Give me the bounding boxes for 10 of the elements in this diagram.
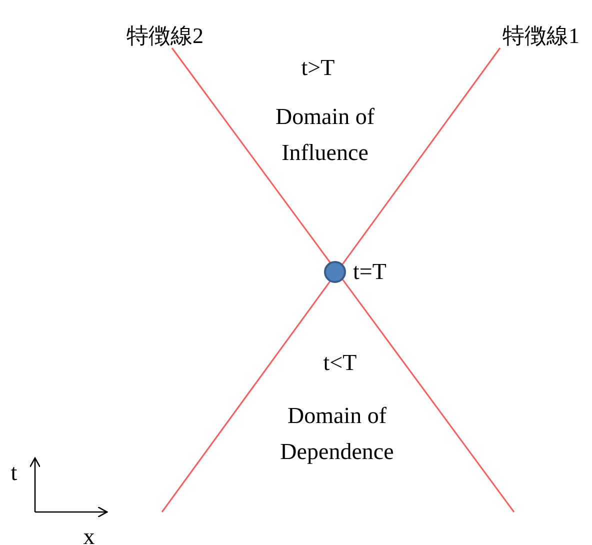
region-label: t<T [322, 349, 358, 377]
point-marker [324, 261, 346, 283]
axis-label: x [82, 523, 96, 545]
axis-label: t [10, 459, 18, 487]
region-label: t>T [300, 54, 336, 82]
region-label: Domain of Dependence [279, 402, 395, 466]
region-label: Domain of Influence [274, 103, 376, 167]
line-label: 特徴線1 [502, 22, 580, 50]
line-label: 特徴線2 [126, 22, 204, 50]
point-label: t=T [353, 258, 386, 286]
